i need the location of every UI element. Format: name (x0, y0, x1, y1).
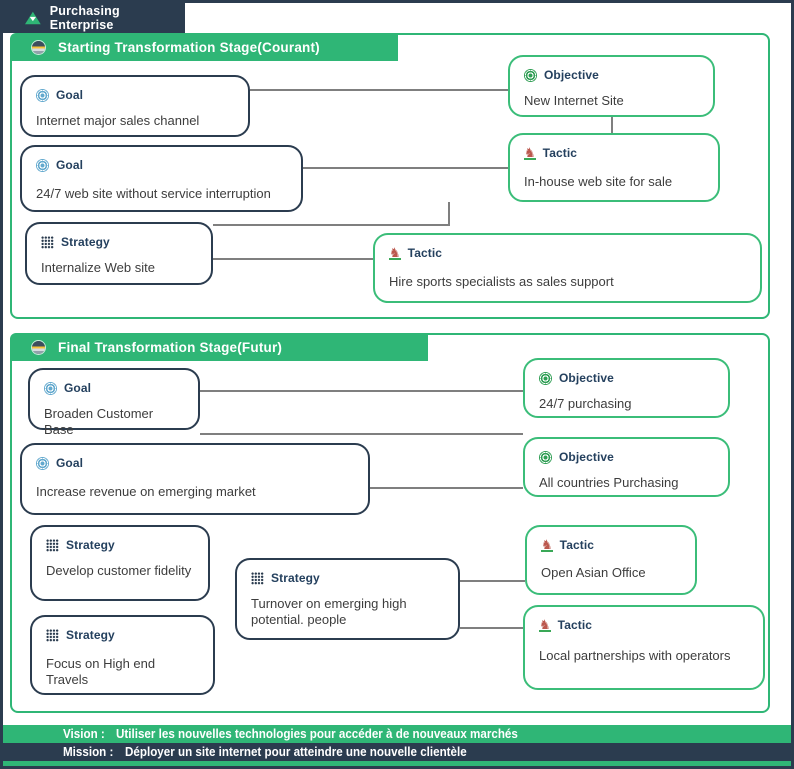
objective-node[interactable]: Objective 24/7 purchasing (523, 358, 730, 418)
tactic-icon: ♞ (539, 616, 551, 632)
goal-icon (36, 456, 49, 470)
goal-icon (36, 158, 49, 172)
stage-header-starting[interactable]: Starting Transformation Stage(Courant) (10, 33, 398, 61)
node-text: 24/7 purchasing (539, 396, 632, 411)
connector-line (460, 627, 523, 629)
node-text: Internalize Web site (41, 260, 155, 275)
objective-icon (524, 68, 537, 82)
node-type-label: Strategy (271, 571, 320, 585)
goal-icon (44, 381, 57, 395)
node-text: Develop customer fidelity (46, 563, 192, 578)
node-text: Open Asian Office (541, 565, 646, 580)
strategy-icon (41, 235, 54, 249)
goal-node[interactable]: Goal Increase revenue on emerging market (20, 443, 370, 515)
goal-node[interactable]: Goal Internet major sales channel (20, 75, 250, 137)
node-text: Internet major sales channel (36, 113, 200, 128)
node-type-label: Goal (56, 158, 84, 172)
node-type-label: Tactic (557, 618, 593, 632)
tactic-icon: ♞ (389, 244, 401, 260)
strategy-node[interactable]: Strategy Focus on High end Travels (30, 615, 215, 695)
node-text: Focus on High end Travels (46, 656, 156, 688)
node-text: New Internet Site (524, 93, 624, 108)
vision-label: Vision : (63, 727, 105, 741)
node-type-label: Goal (56, 88, 84, 102)
mission-bar: Mission : Déployer un site internet pour… (3, 743, 791, 761)
strategy-icon (46, 538, 59, 552)
tactic-node[interactable]: ♞ Tactic Open Asian Office (525, 525, 697, 595)
enterprise-title: Purchasing Enterprise (49, 4, 120, 32)
node-text: Hire sports specialists as sales support (389, 274, 614, 289)
goal-node[interactable]: Goal Broaden Customer Base (28, 368, 200, 437)
strategy-node[interactable]: Strategy Develop customer fidelity (30, 525, 210, 601)
node-text: Local partnerships with operators (539, 648, 731, 663)
node-text: 24/7 web site without service interrupti… (36, 186, 271, 201)
tactic-icon: ♞ (541, 536, 553, 552)
node-type-label: Tactic (542, 146, 578, 160)
node-type-label: Strategy (66, 628, 115, 642)
node-type-label: Tactic (559, 538, 595, 552)
mission-label: Mission : (63, 745, 114, 759)
connector-line (448, 202, 450, 226)
node-type-label: Goal (64, 381, 92, 395)
footer-green-strip (3, 761, 791, 766)
stage-header-final[interactable]: Final Transformation Stage(Futur) (10, 333, 428, 361)
node-type-label: Strategy (66, 538, 115, 552)
node-type-label: Objective (559, 450, 614, 464)
connector-line (611, 116, 613, 134)
stage-title: Final Transformation Stage(Futur) (58, 339, 283, 355)
connector-line (213, 224, 450, 226)
connector-line (200, 390, 523, 392)
mission-text: Déployer un site internet pour atteindre… (125, 745, 467, 759)
node-text: Turnover on emerging high potential. peo… (251, 596, 407, 628)
connector-line (213, 258, 373, 260)
tactic-node[interactable]: ♞ Tactic In-house web site for sale (508, 133, 720, 202)
stage-title: Starting Transformation Stage(Courant) (58, 39, 320, 55)
strategy-icon (46, 628, 59, 642)
connector-line (370, 487, 523, 489)
node-text: All countries Purchasing (539, 475, 679, 490)
tactic-icon: ♞ (524, 144, 536, 160)
connector-line (460, 580, 525, 582)
objective-icon (539, 450, 552, 464)
vision-bar: Vision : Utiliser les nouvelles technolo… (3, 725, 791, 743)
node-type-label: Objective (559, 371, 614, 385)
enterprise-title-bar[interactable]: Purchasing Enterprise (3, 3, 185, 33)
strategy-icon (251, 571, 264, 585)
objective-node[interactable]: Objective All countries Purchasing (523, 437, 730, 497)
node-type-label: Goal (56, 456, 84, 470)
stage-icon (32, 340, 45, 354)
node-type-label: Tactic (407, 246, 443, 260)
enterprise-triangle-icon (25, 11, 41, 25)
vision-text: Utiliser les nouvelles technologies pour… (115, 727, 518, 741)
node-text: Increase revenue on emerging market (36, 484, 256, 499)
node-text: Broaden Customer Base (44, 406, 154, 438)
objective-icon (539, 371, 552, 385)
objective-node[interactable]: Objective New Internet Site (508, 55, 715, 117)
goal-node[interactable]: Goal 24/7 web site without service inter… (20, 145, 303, 212)
node-type-label: Strategy (61, 235, 110, 249)
node-type-label: Objective (544, 68, 599, 82)
goal-icon (36, 88, 49, 102)
connector-line (200, 433, 523, 435)
tactic-node[interactable]: ♞ Tactic Hire sports specialists as sale… (373, 233, 762, 303)
strategy-node[interactable]: Strategy Turnover on emerging high poten… (235, 558, 460, 640)
node-text: In-house web site for sale (524, 174, 673, 189)
connector-line (250, 89, 508, 91)
tactic-node[interactable]: ♞ Tactic Local partnerships with operato… (523, 605, 765, 690)
strategy-node[interactable]: Strategy Internalize Web site (25, 222, 213, 285)
stage-icon (32, 40, 45, 54)
connector-line (303, 167, 508, 169)
